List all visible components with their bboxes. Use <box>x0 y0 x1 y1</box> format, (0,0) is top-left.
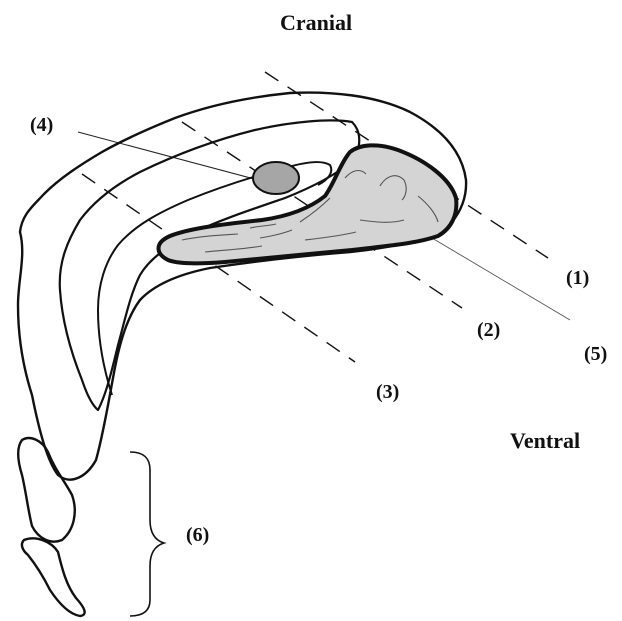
cranial-label: Cranial <box>280 12 352 34</box>
lower-segment-lower <box>22 538 85 616</box>
marker-1: (1) <box>566 268 589 288</box>
marker-2: (2) <box>477 320 500 340</box>
nodule <box>253 162 299 194</box>
leader-line-5 <box>432 238 570 320</box>
marker-5: (5) <box>584 344 607 364</box>
marker-4: (4) <box>30 115 53 135</box>
marker-3: (3) <box>376 382 399 402</box>
ventral-label: Ventral <box>510 430 580 452</box>
curly-brace <box>130 452 164 616</box>
leader-line-4 <box>78 132 258 180</box>
marker-6: (6) <box>186 525 209 545</box>
